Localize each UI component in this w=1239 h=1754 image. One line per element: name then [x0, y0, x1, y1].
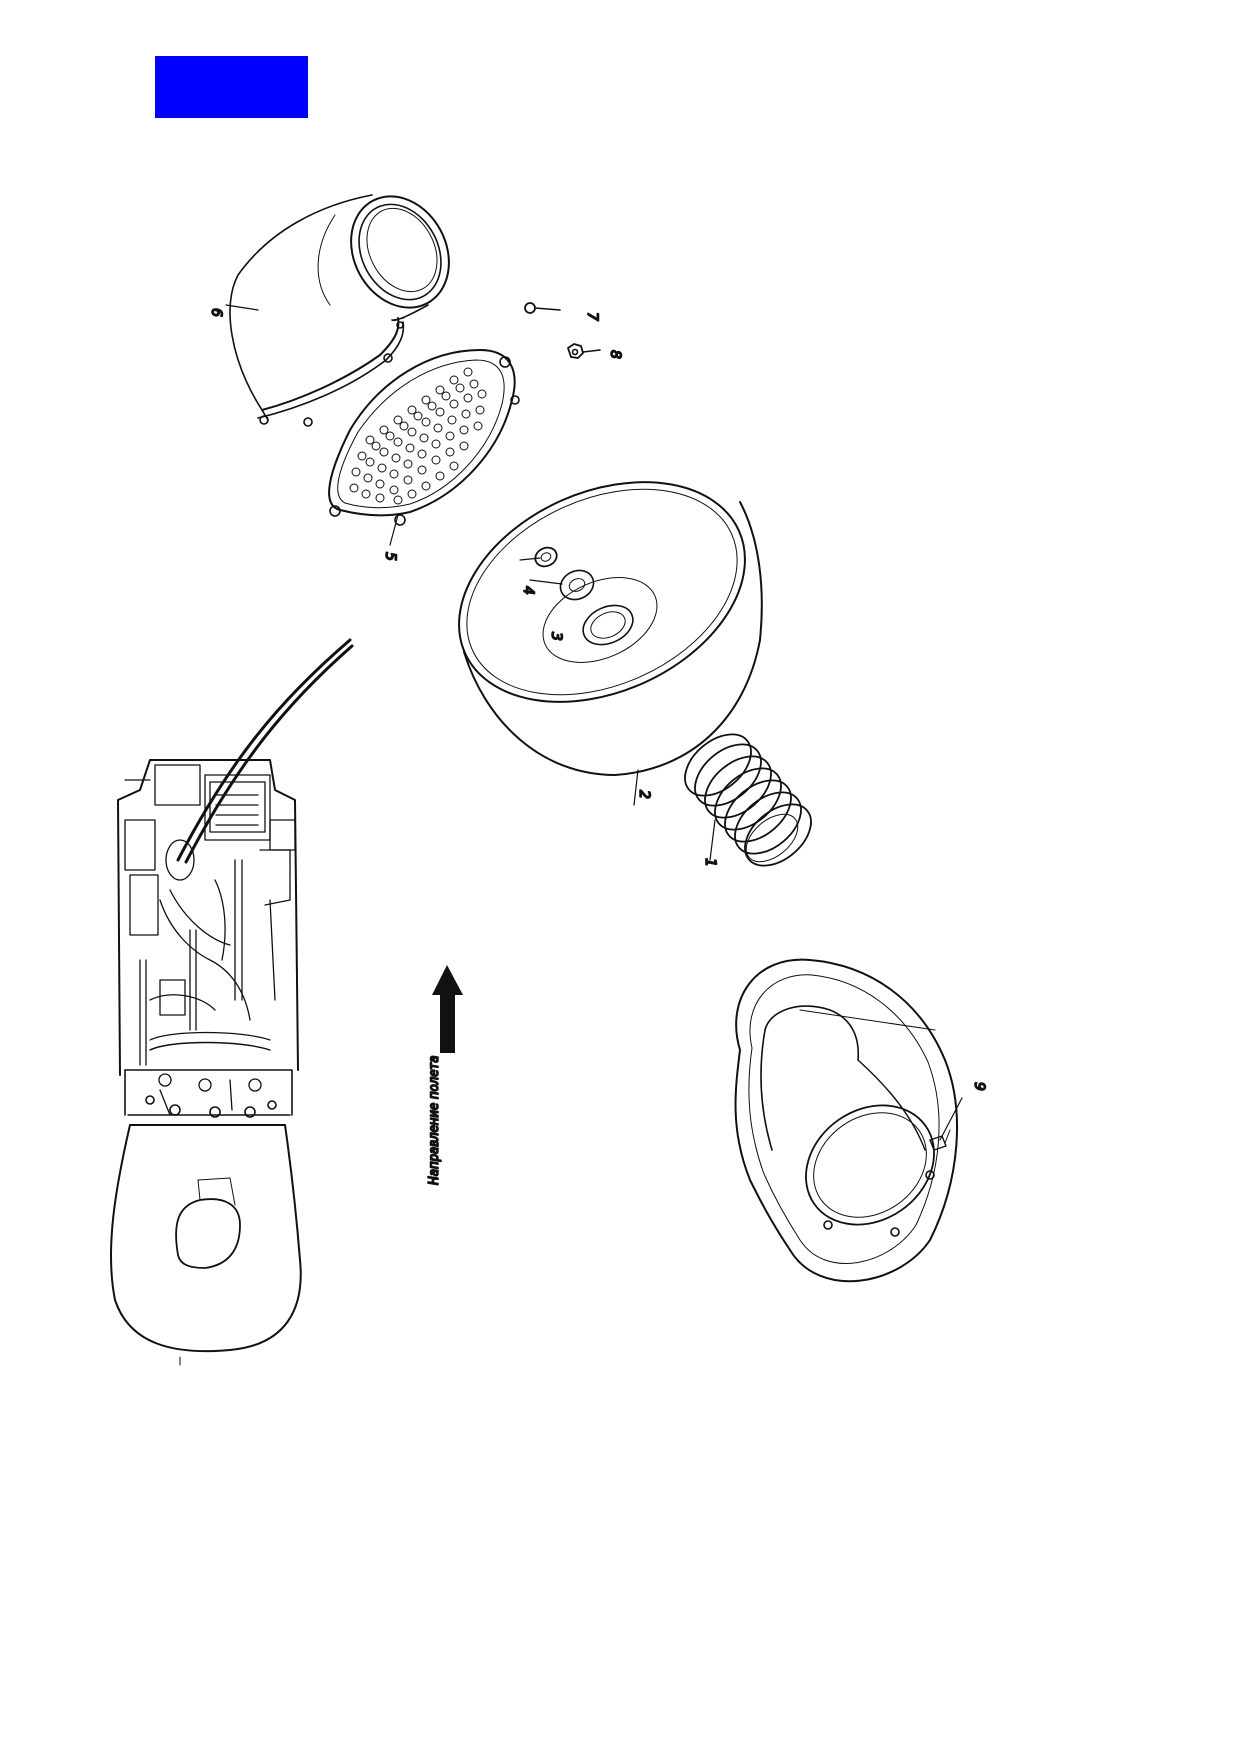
part-2-housing	[458, 481, 763, 776]
callout-9: 9	[971, 1082, 987, 1091]
part-5-perforated-screen	[328, 349, 520, 526]
flight-direction-label: Направление полета	[427, 1056, 442, 1185]
part-8-nut	[567, 343, 601, 359]
callout-2: 2	[636, 790, 652, 799]
part-1-spring	[684, 733, 812, 867]
part-6-elbow-duct	[229, 194, 450, 427]
callout-4: 4	[520, 586, 536, 595]
part-7-screw	[524, 302, 561, 314]
up-arrow-icon	[432, 965, 463, 1053]
callout-5: 5	[382, 552, 398, 561]
part-9-installed-view	[734, 958, 958, 1283]
engine-assembly	[109, 638, 354, 1366]
callout-1: 1	[702, 858, 718, 867]
callout-7: 7	[584, 312, 600, 321]
blue-marker-rectangle	[155, 56, 308, 118]
callout-6: 6	[208, 308, 224, 317]
callout-3: 3	[548, 632, 564, 641]
callout-8: 8	[607, 350, 623, 359]
